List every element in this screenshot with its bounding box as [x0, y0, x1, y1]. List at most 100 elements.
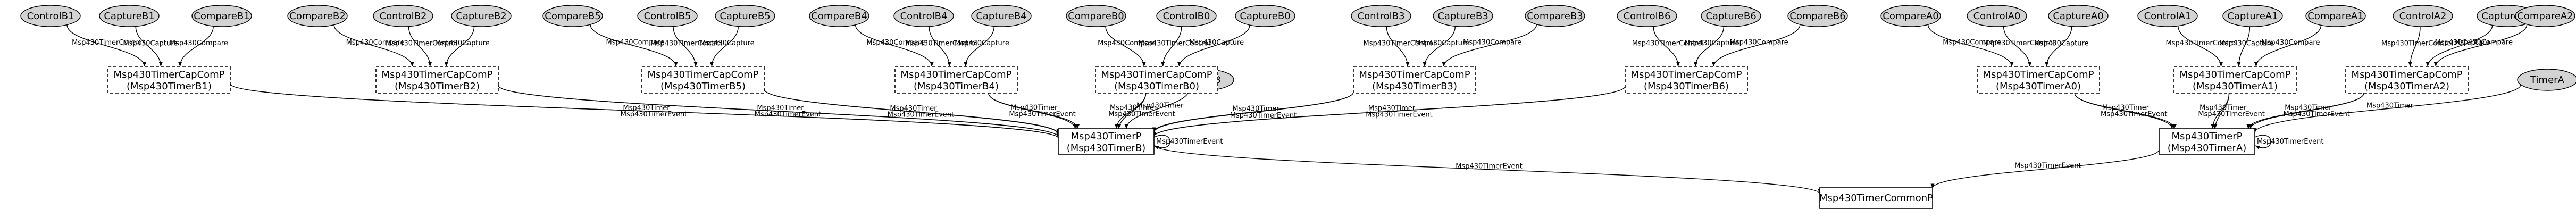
edge-capture-a0-to-cfg-a0: Msp430Capture [2034, 26, 2089, 67]
edge-label: Msp430TimerEvent [2198, 111, 2264, 119]
node-cfg-b2[interactable]: Msp430TimerCapComP(Msp430TimerB2) [375, 66, 499, 94]
edge-line [2254, 25, 2322, 67]
node-shape [451, 5, 512, 27]
node-label: Msp430TimerCapComP [647, 69, 758, 80]
node-sublabel: (Msp430TimerA) [2168, 143, 2247, 154]
edge-label: Msp430Compare [1730, 39, 1788, 47]
node-label: CompareB1 [194, 11, 249, 22]
node-timer-bp[interactable]: Msp430TimerP(Msp430TimerB) [1058, 128, 1155, 155]
edge-line [2003, 26, 2032, 67]
edge-label: Msp430Capture [1189, 39, 1244, 47]
edge-cfg-a1-to-timer-ap: Msp430TimerEvent [2198, 93, 2265, 129]
node-capture-b0[interactable]: CaptureB0 [1235, 5, 1295, 27]
edge-control-b6-to-cfg-b6: Msp430TimerControl [1632, 26, 1704, 67]
node-control-b3[interactable]: ControlB3 [1351, 5, 1411, 27]
node-compare-b1[interactable]: CompareB1 [191, 5, 252, 27]
edge-line [764, 89, 1061, 135]
edge-label: Msp430Timer [2366, 102, 2414, 110]
node-label: CaptureB5 [720, 11, 770, 22]
node-control-b6[interactable]: ControlB6 [1617, 5, 1677, 27]
node-capture-b6[interactable]: CaptureB6 [1701, 5, 1761, 27]
edge-compare-a1-to-cfg-a1: Msp430Compare [2254, 25, 2322, 67]
node-capture-b5[interactable]: CaptureB5 [715, 5, 775, 27]
node-capture-b1[interactable]: CaptureB1 [99, 5, 160, 27]
node-shape [2515, 5, 2575, 27]
edge-label: Msp430TimerEvent [1456, 162, 1522, 170]
edge-label: Msp430Compare [2454, 38, 2513, 46]
edge-cfg-a2-to-timer-ap: Msp430TimerEvent [2249, 93, 2364, 129]
node-compare-b4[interactable]: CompareB4 [809, 5, 869, 27]
edge-label: Msp430TimerEvent [1108, 111, 1175, 119]
node-timer-ap[interactable]: Msp430TimerP(Msp430TimerA) [2159, 128, 2255, 155]
edge-control-b1-to-cfg-b1: Msp430TimerControl [66, 24, 147, 67]
node-cfg-b1[interactable]: Msp430TimerCapComP(Msp430TimerB1) [107, 66, 231, 94]
node-control-b0[interactable]: ControlB0 [1156, 5, 1217, 27]
node-compare-b0[interactable]: CompareB0 [1066, 5, 1126, 27]
node-compare-b2[interactable]: CompareB2 [287, 5, 348, 27]
node-control-a2[interactable]: ControlA2 [2393, 5, 2453, 27]
edge-line [66, 24, 147, 67]
edge-line [2237, 26, 2251, 67]
node-shape [287, 5, 348, 27]
node-shape [1525, 5, 1585, 27]
node-timer-a[interactable]: TimerA [2517, 69, 2576, 91]
edge-label: Msp430Capture [700, 39, 755, 47]
node-shape [894, 66, 1018, 94]
node-capture-b4[interactable]: CaptureB4 [971, 5, 1032, 27]
node-cfg-b0[interactable]: Msp430TimerCapComP(Msp430TimerB0) [1095, 66, 1218, 94]
node-label: Msp430TimerCapComP [381, 69, 492, 80]
node-compare-b3[interactable]: CompareB3 [1525, 5, 1585, 27]
edge-label: Msp430Timer [1010, 104, 1058, 112]
node-compare-a1[interactable]: CompareA1 [2305, 5, 2366, 27]
node-control-b2[interactable]: ControlB2 [373, 5, 433, 27]
edge-line [1153, 135, 1170, 149]
edge-line [333, 24, 414, 67]
node-compare-b6[interactable]: CompareB6 [1787, 5, 1848, 27]
node-cfg-a2[interactable]: Msp430TimerCapComP(Msp430TimerA2) [2345, 66, 2469, 94]
edge-label: Msp430TimerEvent [755, 111, 821, 119]
node-control-b4[interactable]: ControlB4 [893, 5, 954, 27]
node-capture-a0[interactable]: CaptureA0 [2048, 5, 2109, 27]
node-shape [1617, 5, 1677, 27]
edge-compare-b5-to-cfg-b5: Msp430Compare [590, 24, 678, 67]
node-shape [1625, 66, 1748, 94]
node-capture-a1[interactable]: CaptureA1 [2222, 5, 2283, 27]
node-control-b5[interactable]: ControlB5 [637, 5, 698, 27]
edge-line [1927, 24, 2014, 67]
edge-label: Msp430Timer [1136, 102, 1184, 110]
node-label: CaptureB6 [1705, 11, 1756, 22]
edge-label: Msp430Capture [955, 39, 1009, 47]
node-capture-b3[interactable]: CaptureB3 [1433, 5, 1493, 27]
edge-label: Msp430TimerEvent [2257, 138, 2323, 146]
edge-line [2178, 26, 2223, 67]
edge-label: Msp430TimerControl [2381, 39, 2453, 47]
node-cfg-a1[interactable]: Msp430TimerCapComP(Msp430TimerA1) [2173, 66, 2297, 94]
node-control-a1[interactable]: ControlA1 [2137, 5, 2198, 27]
node-compare-b5[interactable]: CompareB5 [542, 5, 603, 27]
node-label: ControlB5 [644, 11, 691, 22]
edge-capture-b1-to-cfg-b1: Msp430Capture [123, 26, 178, 67]
node-compare-a0[interactable]: CompareA0 [1880, 5, 1941, 27]
node-common[interactable]: Msp430TimerCommonP [1819, 187, 1933, 209]
edge-line [2213, 93, 2230, 129]
node-label: ControlA1 [2144, 11, 2192, 22]
node-shape [2137, 5, 2198, 27]
node-label: CompareB4 [811, 11, 867, 22]
edge-compare-a0-to-cfg-a0: Msp430Compare [1927, 24, 2014, 67]
node-sublabel: (Msp430TimerB) [1067, 143, 1146, 154]
node-cfg-b5[interactable]: Msp430TimerCapComP(Msp430TimerB5) [641, 66, 765, 94]
edge-cfg-b5-to-timer-bp: Msp430TimerEvent [764, 89, 1061, 135]
edge-line [135, 26, 163, 67]
node-cfg-b6[interactable]: Msp430TimerCapComP(Msp430TimerB6) [1625, 66, 1748, 94]
node-cfg-a0[interactable]: Msp430TimerCapComP(Msp430TimerA0) [1977, 66, 2100, 94]
node-control-a0[interactable]: ControlA0 [1967, 5, 2027, 27]
node-control-b1[interactable]: ControlB1 [20, 5, 81, 27]
node-cfg-b3[interactable]: Msp430TimerCapComP(Msp430TimerB3) [1353, 66, 1476, 94]
edge-capture-a2-to-cfg-a2: Msp430Capture [2426, 25, 2493, 67]
node-cfg-b4[interactable]: Msp430TimerCapComP(Msp430TimerB4) [894, 66, 1018, 94]
node-compare-a2[interactable]: CompareA2 [2515, 5, 2575, 27]
node-capture-b2[interactable]: CaptureB2 [451, 5, 512, 27]
node-label: ControlB3 [1358, 11, 1405, 22]
edge-capture-b0-to-cfg-b0: Msp430Capture [1177, 25, 1250, 67]
edge-capture-b6-to-cfg-b6: Msp430Capture [1685, 26, 1739, 67]
